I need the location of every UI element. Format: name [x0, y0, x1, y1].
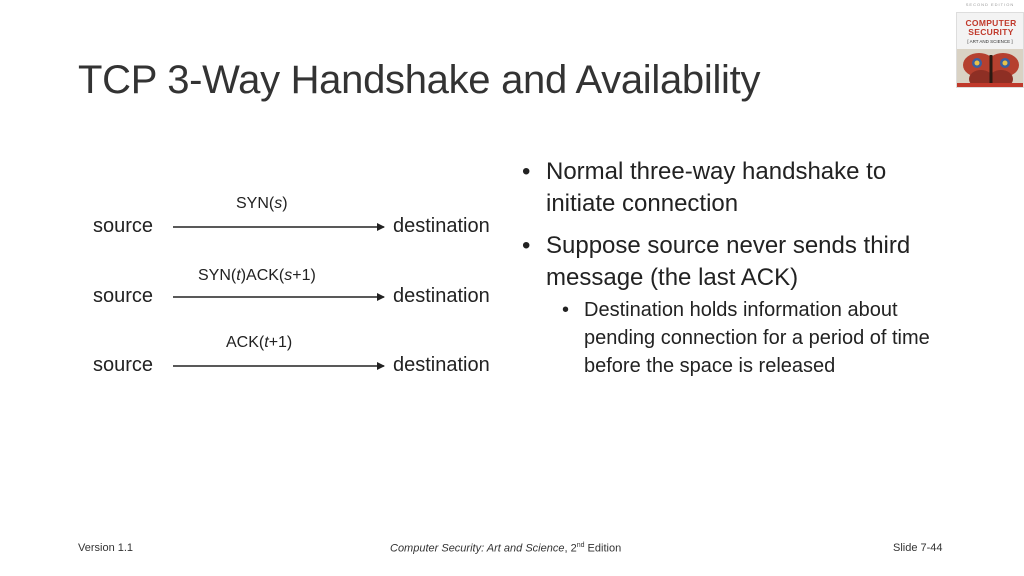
sub-bullet-item: • Destination holds information about pe… — [562, 296, 962, 380]
cover-title-line1: COMPUTER — [965, 18, 1017, 28]
source-label-2: source — [93, 285, 154, 307]
bullet-item: • Suppose source never sends third messa… — [522, 232, 911, 291]
source-label-3: source — [93, 354, 154, 376]
butterfly-icon — [957, 49, 1023, 87]
bullet-list: • Normal three-way handshake to initiate… — [522, 156, 962, 380]
source-label-1: source — [93, 215, 154, 237]
slide-title: TCP 3-Way Handshake and Availability — [78, 58, 761, 102]
footer-book-title: Computer Security: Art and Science, 2nd … — [390, 542, 622, 555]
footer-slide-number: Slide 7-44 — [893, 542, 943, 554]
ack-message-label: ACK(t+1) — [226, 334, 293, 351]
book-cover: SECOND EDITION COMPUTER SECURITY [ ART A… — [956, 2, 1024, 88]
destination-label-3: destination — [393, 354, 490, 376]
bullet-dot-icon: • — [522, 158, 531, 185]
bullet-item: • Normal three-way handshake to initiate… — [522, 158, 887, 217]
destination-label-2: destination — [393, 285, 490, 307]
footer-version: Version 1.1 — [78, 542, 134, 554]
synack-message-label: SYN(t)ACK(s+1) — [198, 267, 316, 284]
cover-box: COMPUTER SECURITY [ ART AND SCIENCE ] — [956, 12, 1024, 88]
cover-title-line3: [ ART AND SCIENCE ] — [967, 39, 1013, 44]
bullet-dot-icon: • — [522, 232, 531, 259]
bullet-dot-icon: • — [562, 299, 570, 321]
cover-title-line2: SECURITY — [968, 27, 1014, 37]
destination-label-1: destination — [393, 215, 490, 237]
cover-edition-tag: SECOND EDITION — [965, 2, 1015, 7]
syn-message-label: SYN(s) — [236, 195, 288, 212]
